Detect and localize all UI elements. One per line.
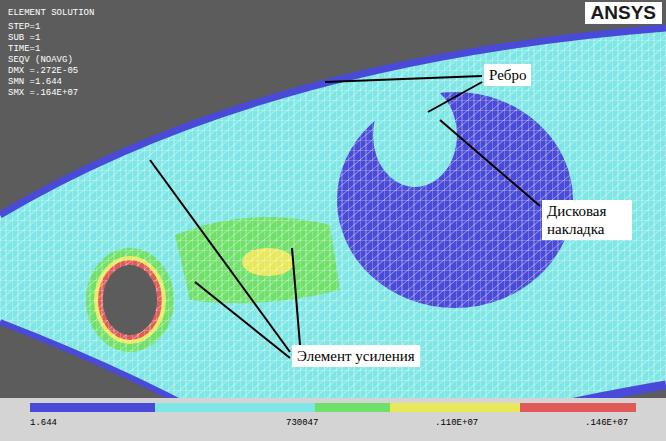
leader-lines — [150, 76, 540, 358]
scale-value: 730047 — [286, 418, 318, 428]
legend-strip — [0, 398, 666, 441]
color-bar — [30, 403, 636, 412]
solution-info: SUB =1 — [8, 33, 40, 44]
solution-info: SMX =.164E+07 — [8, 88, 78, 99]
solution-info: SEQV (NOAVG) — [8, 55, 73, 66]
scale-value: .146E+07 — [585, 418, 628, 428]
software-logo: ANSYS — [585, 2, 662, 24]
solution-info: SMN =1.644 — [8, 77, 62, 88]
solution-info: STEP=1 — [8, 22, 40, 33]
scale-value: .110E+07 — [435, 418, 478, 428]
callout-label: Ребро — [484, 64, 531, 86]
edge-stripe — [0, 28, 666, 215]
scale-value: 1.644 — [30, 418, 57, 428]
callout-label: Элемент усиления — [292, 345, 420, 367]
solution-info: TIME=1 — [8, 44, 40, 55]
result-header: ELEMENT SOLUTION — [8, 8, 94, 19]
solution-info: DMX =.272E-05 — [8, 66, 78, 77]
callout-label: Дисковая накладка — [542, 200, 632, 240]
